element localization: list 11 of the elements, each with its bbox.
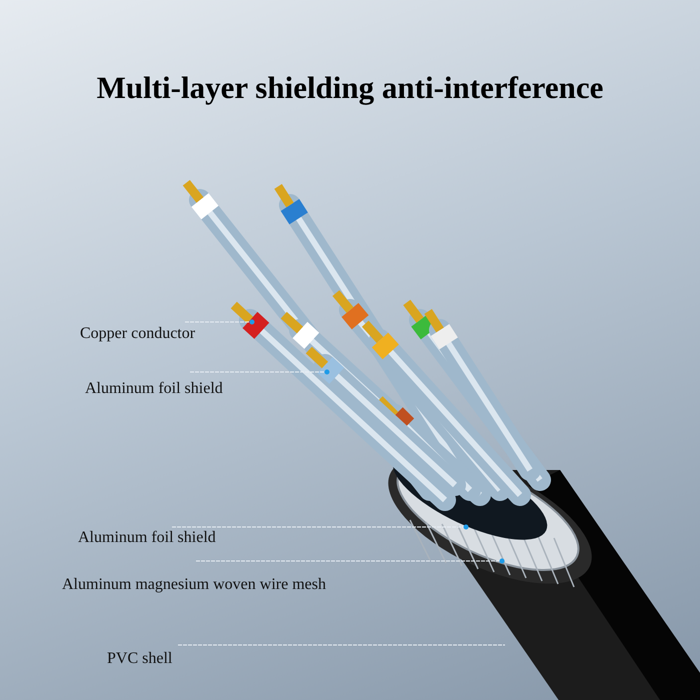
part-label: Aluminum magnesium woven wire mesh (62, 576, 326, 594)
leader-line (196, 558, 504, 564)
part-label: PVC shell (107, 650, 172, 668)
part-label: Copper conductor (80, 325, 196, 343)
leader-line (172, 524, 468, 530)
title: Multi-layer shielding anti-interference (96, 70, 604, 106)
part-label: Aluminum foil shield (85, 380, 223, 398)
leader-line (190, 370, 330, 374)
leader-line (184, 320, 254, 324)
part-label: Aluminum foil shield (78, 529, 216, 547)
leader-line (178, 644, 506, 646)
